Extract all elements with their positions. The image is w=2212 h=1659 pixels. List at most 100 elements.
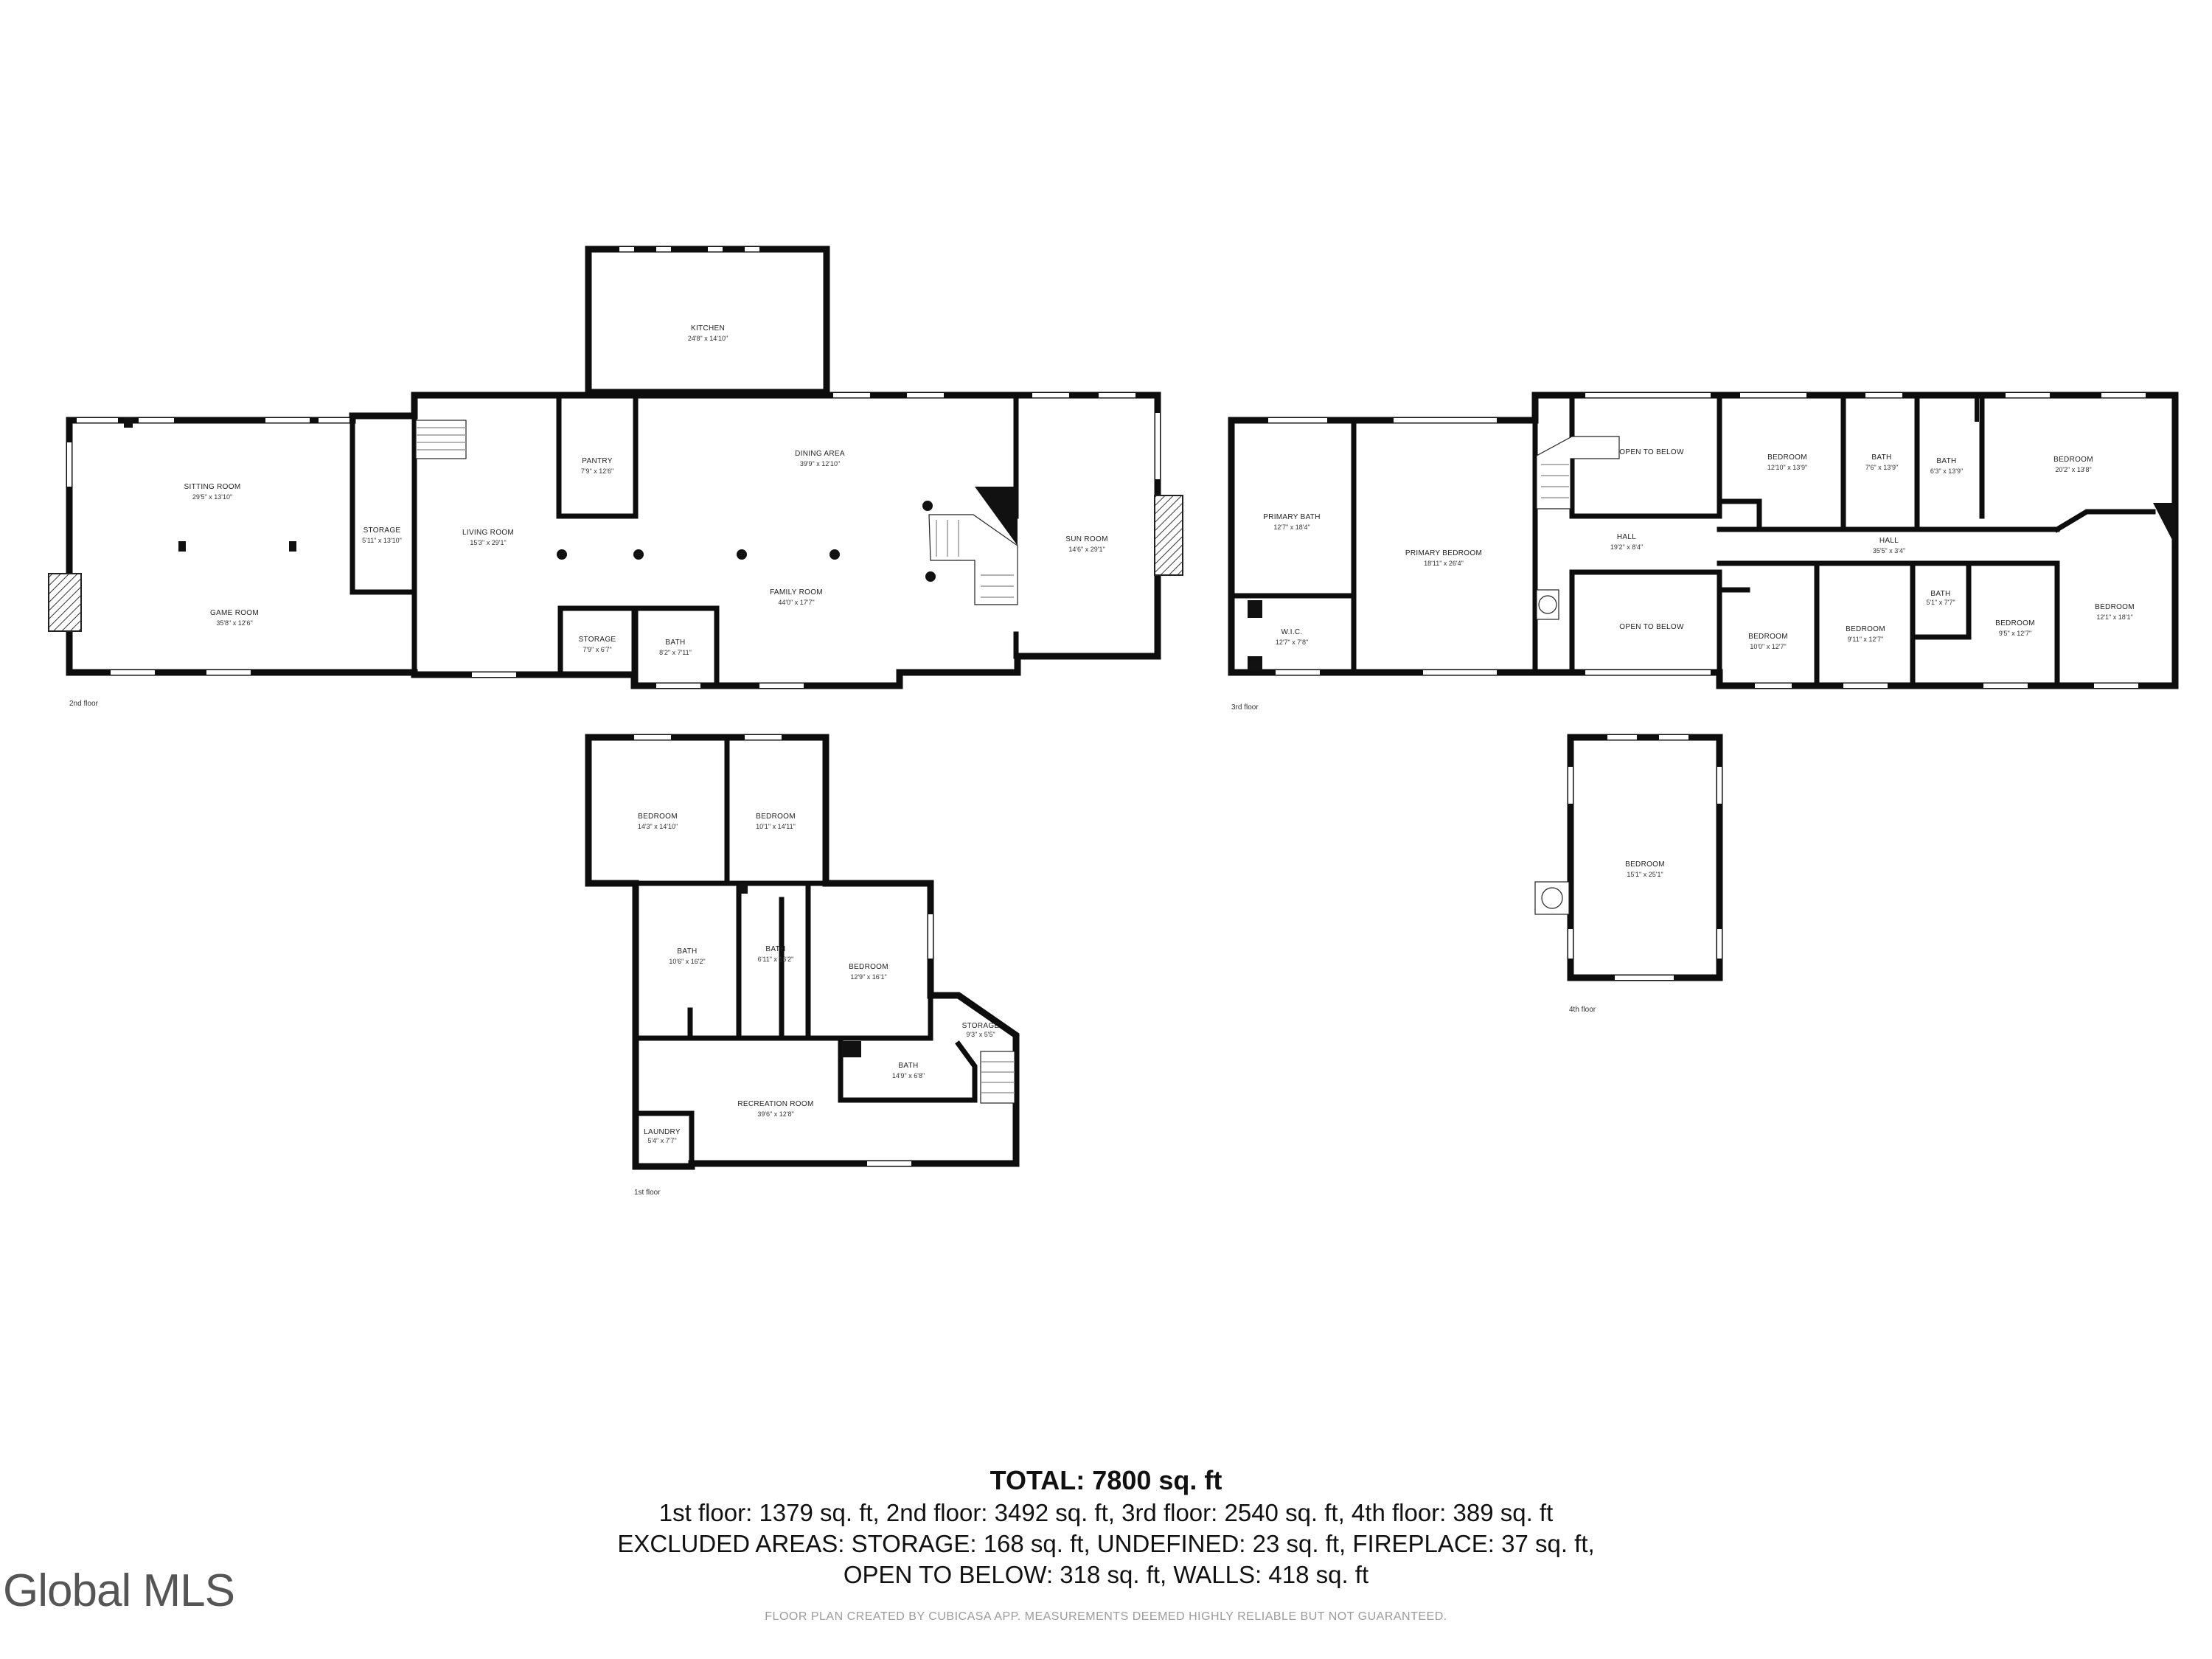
room-name: STORAGE (962, 1022, 1000, 1030)
room-dimensions: 15'3" x 29'1" (470, 539, 506, 546)
windows (1268, 393, 2146, 688)
room-dimensions: 20'2" x 13'8" (2055, 466, 2091, 473)
fireplace (1154, 495, 1183, 576)
room-name: BEDROOM (2095, 603, 2135, 611)
room-dimensions: 15'1" x 25'1" (1627, 871, 1663, 878)
room-name: FAMILY ROOM (770, 588, 823, 597)
room-name: BEDROOM (1846, 625, 1885, 633)
room-dimensions: 12'10" x 13'9" (1767, 464, 1807, 471)
room-name: HALL (1879, 537, 1899, 545)
disclaimer: FLOOR PLAN CREATED BY CUBICASA APP. MEAS… (765, 1610, 1447, 1623)
room-dimensions: 9'3" x 5'5" (966, 1031, 995, 1038)
room-dimensions: 18'11" x 26'4" (1424, 560, 1464, 567)
room-dimensions: 5'1" x 7'7" (1926, 599, 1955, 606)
first-floor-plan: BEDROOM 14'3" x 14'10" BEDROOM 10'1" x 1… (585, 734, 1020, 1197)
room-dimensions: 10'1" x 14'11" (756, 823, 796, 830)
room-name: BEDROOM (756, 813, 796, 821)
room-dimensions: 39'6" x 12'8" (757, 1110, 793, 1118)
room-dimensions: 35'8" x 12'6" (216, 619, 252, 627)
room-dimensions: 12'7" x 18'4" (1273, 524, 1310, 531)
room-name: STORAGE (364, 526, 401, 535)
room-name: PANTRY (582, 457, 612, 465)
windows (634, 735, 933, 1166)
room-name: BATH (677, 947, 697, 956)
staircase (928, 487, 1018, 605)
excluded-areas-continued: OPEN TO BELOW: 318 sq. ft, WALLS: 418 sq… (843, 1561, 1369, 1588)
room-name: PRIMARY BATH (1263, 513, 1321, 521)
fourth-floor-outline (1567, 734, 1723, 981)
fireplace (48, 573, 82, 632)
staircase (1536, 436, 1620, 509)
floor-label: 3rd floor (1231, 703, 1259, 712)
room-name: BEDROOM (1767, 453, 1807, 462)
room-name: STORAGE (579, 636, 616, 644)
room-name: BEDROOM (1748, 633, 1788, 641)
room-name: SUN ROOM (1065, 535, 1107, 543)
area-summary: TOTAL: 7800 sq. ft 1st floor: 1379 sq. f… (0, 1464, 2212, 1590)
excluded-areas: EXCLUDED AREAS: STORAGE: 168 sq. ft, UND… (617, 1530, 1595, 1557)
room-dimensions: 6'11" x 16'2" (758, 956, 794, 963)
room-name: GAME ROOM (210, 609, 259, 617)
room-name: LAUNDRY (644, 1128, 681, 1136)
floor-areas: 1st floor: 1379 sq. ft, 2nd floor: 3492 … (658, 1499, 1554, 1526)
room-dimensions: 14'6" x 29'1" (1068, 546, 1105, 553)
kitchen-walls (585, 246, 830, 396)
room-name: BEDROOM (638, 813, 678, 821)
third-floor-outline (1228, 392, 2179, 689)
room-name: BATH (1930, 590, 1950, 598)
room-name: RECREATION ROOM (737, 1100, 813, 1108)
staircase (415, 420, 467, 459)
room-name: BATH (898, 1062, 918, 1070)
floor-label: 4th floor (1569, 1006, 1596, 1014)
room-name: BEDROOM (849, 963, 888, 971)
room-dimensions: 5'4" x 7'7" (647, 1137, 676, 1144)
room-dimensions: 10'0" x 12'7" (1750, 643, 1786, 650)
room-name: BEDROOM (1995, 619, 2035, 627)
spiral-stair (1534, 881, 1570, 915)
room-name: BATH (665, 639, 685, 647)
room-dimensions: 12'1" x 18'1" (2096, 613, 2132, 621)
room-name: W.I.C. (1281, 628, 1302, 636)
room-name: OPEN TO BELOW (1619, 448, 1684, 456)
brand-watermark: Global MLS (3, 1565, 235, 1616)
first-floor-outline (585, 734, 1020, 1170)
room-dimensions: 9'11" x 12'7" (1848, 636, 1884, 643)
room-name: OPEN TO BELOW (1619, 623, 1684, 631)
room-name: LIVING ROOM (462, 529, 514, 537)
floor-label: 2nd floor (69, 700, 99, 708)
room-dimensions: 9'5" x 12'7" (1999, 630, 2031, 637)
room-dimensions: 10'6" x 16'2" (669, 958, 705, 965)
total-area: TOTAL: 7800 sq. ft (990, 1465, 1222, 1495)
room-dimensions: 6'3" x 13'9" (1930, 467, 1963, 475)
room-dimensions: 35'5" x 3'4" (1873, 547, 1905, 554)
room-name: HALL (1617, 533, 1636, 541)
second-floor-plan: KITCHEN 24'8" x 14'10" SITTING ROOM 29'5… (48, 246, 1183, 708)
floor-label: 1st floor (634, 1189, 661, 1197)
room-dimensions: 7'9" x 12'6" (581, 467, 613, 475)
room-dimensions: 29'5" x 13'10" (192, 493, 232, 501)
room-dimensions: 39'9" x 12'10" (800, 460, 840, 467)
room-name: KITCHEN (691, 324, 725, 333)
staircase (980, 1051, 1015, 1104)
room-dimensions: 5'11" x 13'10" (362, 537, 402, 544)
room-name: BATH (765, 945, 785, 953)
room-dimensions: 7'9" x 6'7" (582, 646, 611, 653)
room-name: BEDROOM (1625, 860, 1665, 869)
room-dimensions: 44'0" x 17'7" (778, 599, 814, 606)
room-name: BATH (1871, 453, 1891, 462)
windows (1568, 735, 1722, 980)
room-dimensions: 12'7" x 7'8" (1276, 639, 1308, 646)
room-dimensions: 19'2" x 8'4" (1610, 543, 1643, 551)
room-name: BEDROOM (2053, 456, 2093, 464)
room-dimensions: 14'9" x 6'8" (892, 1072, 925, 1079)
room-dimensions: 12'9" x 16'1" (850, 973, 886, 981)
spiral-stair (1536, 589, 1559, 620)
fourth-floor-plan: BEDROOM 15'1" x 25'1" 4th floor (1534, 734, 1723, 1014)
room-name: PRIMARY BEDROOM (1405, 549, 1482, 557)
room-name: DINING AREA (795, 450, 845, 458)
third-floor-plan: PRIMARY BATH 12'7" x 18'4" W.I.C. 12'7" … (1228, 392, 2179, 712)
room-dimensions: 7'6" x 13'9" (1865, 464, 1898, 471)
room-dimensions: 8'2" x 7'11" (659, 649, 692, 656)
room-dimensions: 14'3" x 14'10" (638, 823, 678, 830)
